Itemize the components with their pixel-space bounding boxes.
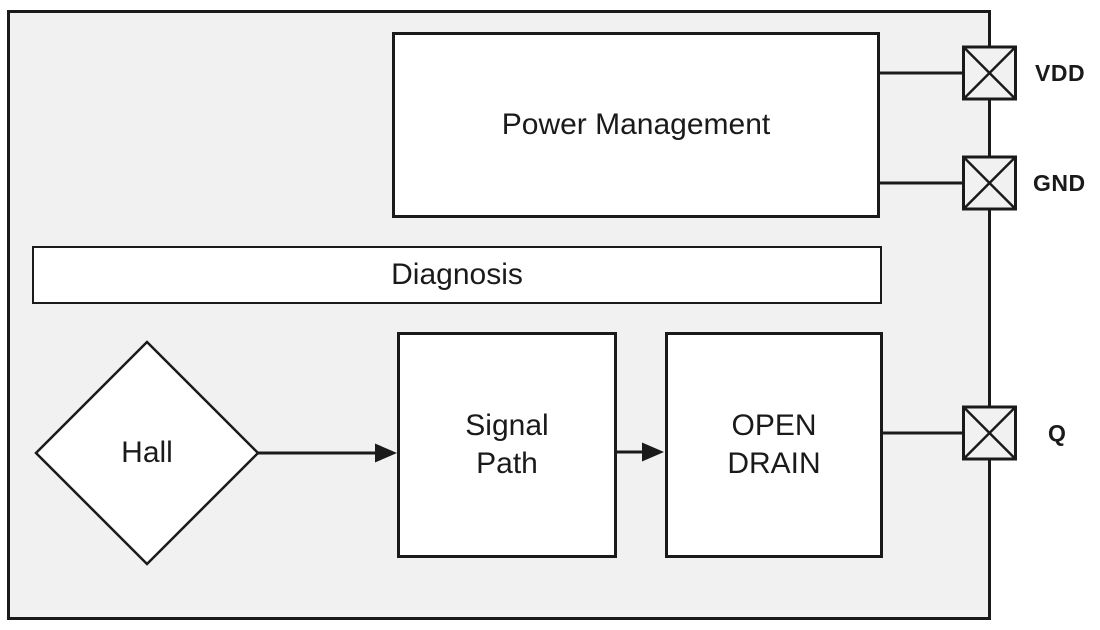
arrowhead-icon xyxy=(375,443,397,463)
diagnosis-label: Diagnosis xyxy=(391,258,523,291)
arrow-hall-to-signal-path xyxy=(256,443,397,463)
arrowhead-icon xyxy=(642,442,664,462)
diagnosis-block: Diagnosis xyxy=(32,246,882,304)
pin-label-gnd: GND xyxy=(1033,169,1086,196)
open-drain-block: OPEN DRAIN xyxy=(665,332,883,558)
power-management-label: Power Management xyxy=(501,108,771,141)
pin-gnd-symbol xyxy=(962,155,1017,211)
open-drain-label: OPEN DRAIN xyxy=(727,409,821,480)
pin-q-symbol xyxy=(962,405,1017,461)
pin-vdd-symbol xyxy=(962,45,1017,101)
power-management-block: Power Management xyxy=(392,32,880,218)
hall-sensor-shape xyxy=(34,340,260,566)
pin-label-vdd: VDD xyxy=(1035,59,1086,86)
signal-path-block: Signal Path xyxy=(397,332,617,558)
pin-label-q: Q xyxy=(1048,419,1067,446)
signal-path-label: Signal Path xyxy=(465,409,549,480)
arrow-signal-path-to-open-drain xyxy=(615,442,664,462)
